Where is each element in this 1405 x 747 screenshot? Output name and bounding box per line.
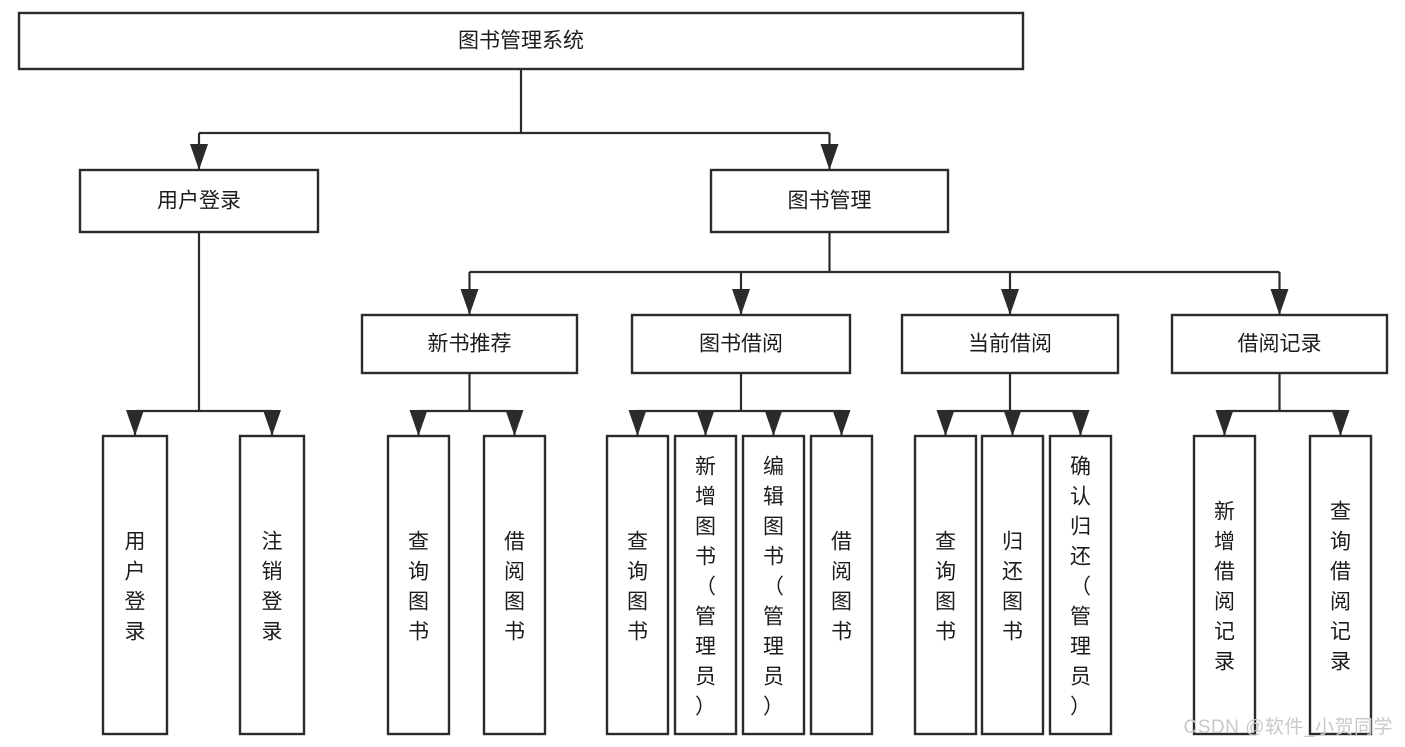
leaf-leaf-query-book-cur-label: 查询图书: [935, 530, 956, 643]
leaf-leaf-query-book-borrow-box[interactable]: [605, 434, 670, 736]
leaf-leaf-query-record[interactable]: 查询借阅记录: [1308, 434, 1373, 736]
node-book-borrow-box[interactable]: [630, 313, 852, 375]
leaf-leaf-query-book-rec-box[interactable]: [386, 434, 451, 736]
leaf-leaf-add-record-label: 新增借阅记录: [1214, 500, 1235, 673]
leaf-leaf-logout[interactable]: 注销登录: [238, 434, 306, 736]
watermark-text: CSDN @软件_小贺同学: [1183, 717, 1393, 738]
bookmanage-to-level3-arrow-icon-2: [1001, 289, 1019, 315]
leaf-leaf-query-book-rec-label: 查询图书: [408, 530, 429, 643]
node-new-book-recommend-label: 新书推荐: [428, 333, 512, 356]
leaf-leaf-logout-box[interactable]: [238, 434, 306, 736]
borrow-record-to-leaves-arrow-icon-1: [1331, 410, 1350, 436]
node-user-login-label: 用户登录: [157, 190, 241, 213]
borrow-record-to-leaves-arrow-icon-0: [1215, 410, 1234, 436]
leaf-leaf-add-book-box[interactable]: [673, 434, 738, 736]
leaf-leaf-return-book-box[interactable]: [980, 434, 1045, 736]
node-new-book-recommend[interactable]: 新书推荐: [360, 313, 579, 375]
node-borrow-record-label: 借阅记录: [1238, 333, 1322, 356]
node-root-label: 图书管理系统: [458, 30, 584, 53]
connector-layer: [126, 69, 1350, 436]
current-borrow-to-leaves-arrow-icon-1: [1003, 410, 1022, 436]
leaf-leaf-add-record[interactable]: 新增借阅记录: [1192, 434, 1257, 736]
leaf-leaf-query-book-borrow[interactable]: 查询图书: [605, 434, 670, 736]
leaf-leaf-confirm-return-label: 确认归还（管理员）: [1070, 455, 1091, 718]
book-borrow-to-leaves-arrow-icon-2: [764, 410, 783, 436]
leaf-leaf-return-book[interactable]: 归还图书: [980, 434, 1045, 736]
bookmanage-to-level3-arrow-icon-3: [1270, 289, 1289, 315]
book-borrow-to-leaves-arrow-icon-3: [832, 410, 851, 436]
leaf-leaf-return-book-label: 归还图书: [1002, 530, 1023, 643]
leaf-leaf-query-book-cur[interactable]: 查询图书: [913, 434, 978, 736]
leaf-leaf-confirm-return[interactable]: 确认归还（管理员）: [1048, 434, 1113, 736]
node-root[interactable]: 图书管理系统: [17, 11, 1025, 71]
leaf-leaf-edit-book-box[interactable]: [741, 434, 806, 736]
leaf-leaf-borrow-book[interactable]: 借阅图书: [809, 434, 874, 736]
node-current-borrow-box[interactable]: [900, 313, 1120, 375]
leaf-leaf-edit-book-label: 编辑图书（管理员）: [763, 455, 784, 718]
root-to-level2-arrow-icon-0: [190, 144, 208, 170]
leaf-leaf-user-login-label: 用户登录: [125, 530, 146, 643]
node-book-manage-box[interactable]: [709, 168, 950, 234]
leaf-leaf-query-book-cur-box[interactable]: [913, 434, 978, 736]
new-book-recommend-to-leaves-arrow-icon-1: [505, 410, 524, 436]
leaf-leaf-edit-book[interactable]: 编辑图书（管理员）: [741, 434, 806, 736]
leaf-leaf-borrow-book-rec[interactable]: 借阅图书: [482, 434, 547, 736]
bookmanage-to-level3-arrow-icon-1: [732, 289, 750, 315]
leaf-leaf-query-record-box[interactable]: [1308, 434, 1373, 736]
leaf-leaf-user-login[interactable]: 用户登录: [101, 434, 169, 736]
user-login-to-leaves-arrow-icon-1: [263, 410, 281, 436]
bookmanage-to-level3-arrow-icon-0: [460, 289, 479, 315]
current-borrow-to-leaves-arrow-icon-0: [936, 410, 955, 436]
node-root-box[interactable]: [17, 11, 1025, 71]
leaf-leaf-borrow-book-label: 借阅图书: [831, 530, 852, 643]
node-current-borrow-label: 当前借阅: [968, 333, 1052, 356]
book-borrow-to-leaves-arrow-icon-1: [696, 410, 715, 436]
node-borrow-record[interactable]: 借阅记录: [1170, 313, 1389, 375]
root-to-level2-arrow-icon-1: [820, 144, 839, 170]
node-borrow-record-box[interactable]: [1170, 313, 1389, 375]
node-current-borrow[interactable]: 当前借阅: [900, 313, 1120, 375]
node-user-login[interactable]: 用户登录: [78, 168, 320, 234]
book-borrow-to-leaves-arrow-icon-0: [628, 410, 647, 436]
leaf-leaf-logout-label: 注销登录: [262, 530, 283, 643]
leaf-leaf-add-book[interactable]: 新增图书（管理员）: [673, 434, 738, 736]
leaf-leaf-user-login-box[interactable]: [101, 434, 169, 736]
node-book-borrow-label: 图书借阅: [699, 333, 783, 356]
current-borrow-to-leaves-arrow-icon-2: [1071, 410, 1090, 436]
user-login-to-leaves-arrow-icon-0: [126, 410, 144, 436]
node-book-manage-label: 图书管理: [788, 190, 872, 213]
leaf-leaf-query-book-borrow-label: 查询图书: [627, 530, 648, 643]
leaf-leaf-borrow-book-box[interactable]: [809, 434, 874, 736]
node-user-login-box[interactable]: [78, 168, 320, 234]
leaf-leaf-borrow-book-rec-box[interactable]: [482, 434, 547, 736]
new-book-recommend-to-leaves-arrow-icon-0: [409, 410, 428, 436]
leaf-leaf-add-book-label: 新增图书（管理员）: [695, 455, 716, 718]
leaf-leaf-query-book-rec[interactable]: 查询图书: [386, 434, 451, 736]
node-book-borrow[interactable]: 图书借阅: [630, 313, 852, 375]
leaf-leaf-query-record-label: 查询借阅记录: [1330, 500, 1351, 673]
leaf-leaf-borrow-book-rec-label: 借阅图书: [504, 530, 525, 643]
node-book-manage[interactable]: 图书管理: [709, 168, 950, 234]
leaf-leaf-add-record-box[interactable]: [1192, 434, 1257, 736]
node-layer: 图书管理系统用户登录图书管理新书推荐图书借阅当前借阅借阅记录用户登录注销登录查询…: [17, 11, 1389, 736]
node-new-book-recommend-box[interactable]: [360, 313, 579, 375]
leaf-leaf-confirm-return-box[interactable]: [1048, 434, 1113, 736]
